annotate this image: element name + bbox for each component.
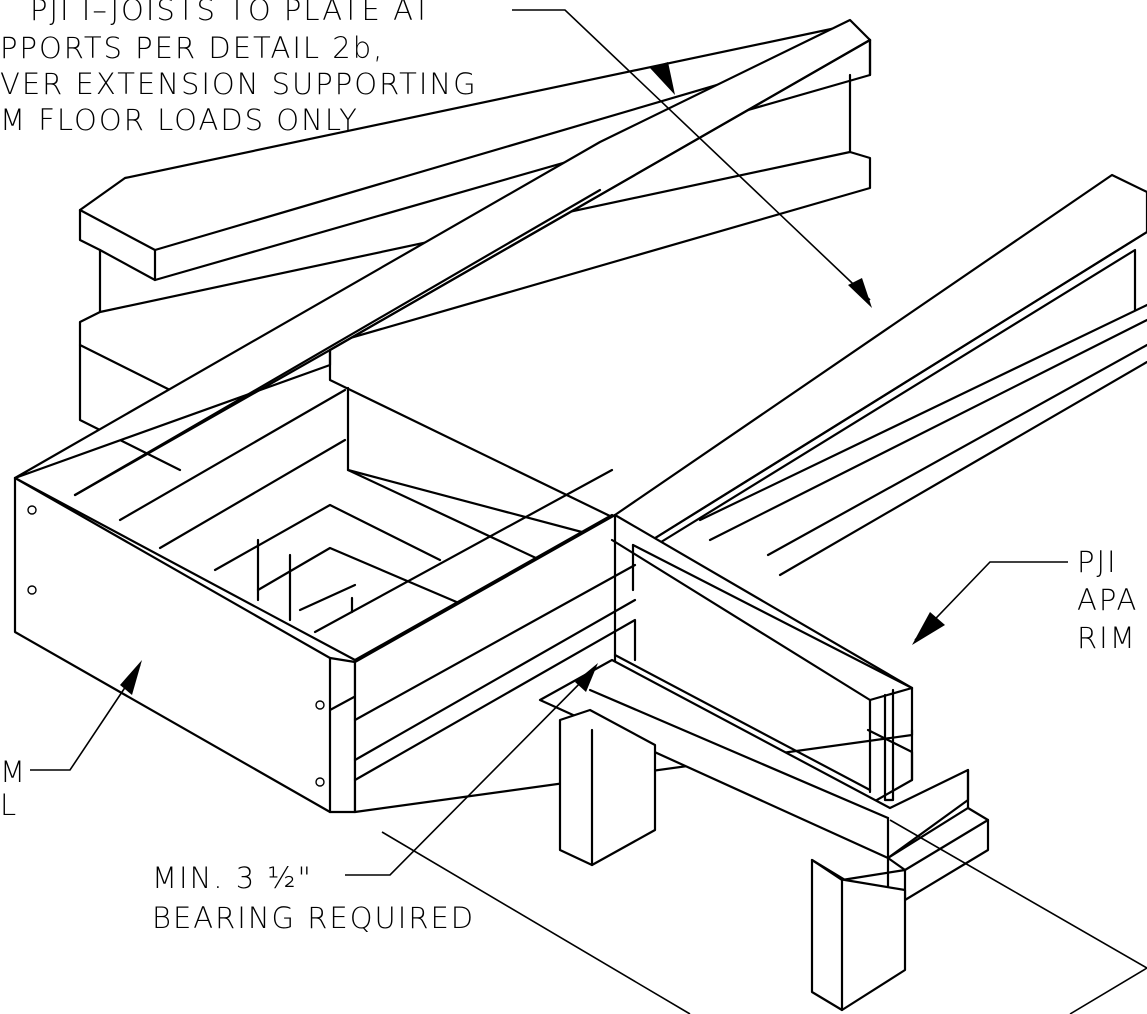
- svg-text:L: L: [0, 788, 18, 822]
- nail-icon: [315, 700, 325, 710]
- svg-text:M FLOOR LOADS ONLY: M FLOOR LOADS ONLY: [0, 103, 359, 137]
- dimension-lines: [381, 819, 1147, 1014]
- nail-icon: [27, 585, 37, 595]
- note-bearing: MIN. 3 ½" BEARING REQUIRED: [152, 861, 475, 935]
- svg-text:PJI: PJI: [1077, 545, 1118, 579]
- note-left-fragments: M L: [0, 755, 27, 822]
- front-joist-end: [353, 513, 914, 814]
- leader-right: [912, 561, 1068, 645]
- leader-bearing: [345, 663, 598, 876]
- svg-text:MIN. 3 ½": MIN. 3 ½": [152, 861, 313, 895]
- svg-text:PPORTS PER DETAIL 2b,: PPORTS PER DETAIL 2b,: [0, 31, 384, 65]
- nail-icon: [315, 777, 325, 787]
- svg-text:VER EXTENSION SUPPORTING: VER EXTENSION SUPPORTING: [0, 67, 478, 101]
- svg-text:APA: APA: [1077, 583, 1138, 617]
- right-floor-joist: [613, 173, 1147, 577]
- svg-text:RIM: RIM: [1077, 621, 1137, 655]
- note-right: PJI APA RIM: [1077, 545, 1138, 655]
- main-cantilever-joist: [13, 18, 872, 597]
- note-top-left: PJI I–JOISTS TO PLATE AT PPORTS PER DETA…: [0, 0, 478, 137]
- svg-text:BEARING REQUIRED: BEARING REQUIRED: [152, 901, 475, 935]
- leader-top: [512, 9, 872, 308]
- svg-text:PJI I–JOISTS TO PLATE AT: PJI I–JOISTS TO PLATE AT: [30, 0, 432, 27]
- nail-icon: [27, 505, 37, 515]
- svg-text:M: M: [0, 755, 27, 789]
- leader-rim: [30, 660, 142, 771]
- support-plate-and-posts: [538, 658, 990, 1012]
